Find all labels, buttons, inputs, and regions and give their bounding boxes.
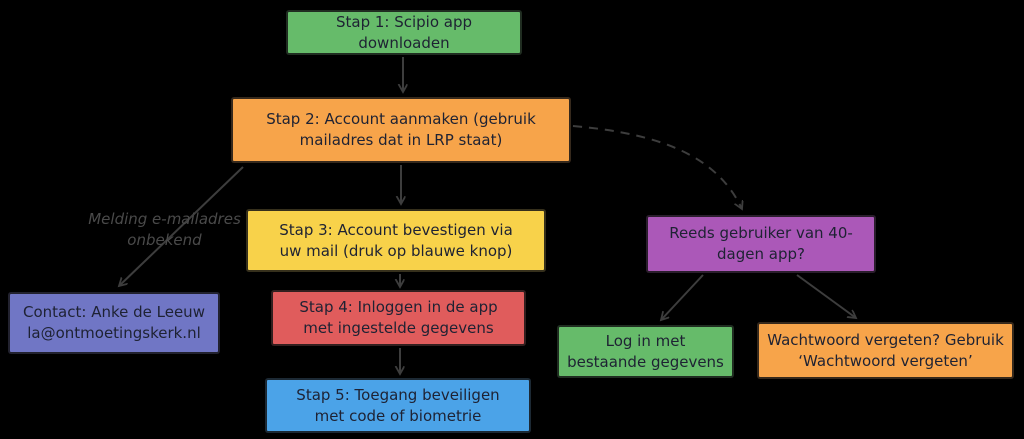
arrow-reeds-to-wachtwoord — [796, 274, 856, 318]
node-stap5-line1: Stap 5: Toegang beveiligen — [296, 385, 500, 404]
arrow-stap2-to-reeds-dashed — [572, 125, 742, 209]
node-stap4-line2: met ingestelde gegevens — [303, 319, 494, 337]
node-stap4-line1: Stap 4: Inloggen in de app — [299, 298, 498, 316]
arrow-reeds-to-login — [661, 274, 704, 320]
node-stap5-line2: met code of biometrie — [314, 406, 482, 425]
node-stap2-line2: mailadres dat in LRP staat) — [299, 131, 503, 149]
node-stap5: Stap 5: Toegang beveiligen met code of b… — [265, 378, 531, 433]
node-stap3-line2: uw mail (druk op blauwe knop) — [279, 241, 513, 260]
edge-label-melding-line1: Melding e-mailadres — [88, 210, 241, 228]
edge-label-melding-onbekend: Melding e-mailadres onbekend — [82, 209, 247, 251]
node-reeds-line1: Reeds gebruiker van 40- — [669, 224, 853, 242]
node-wachtwoord-vergeten: Wachtwoord vergeten? Gebruik ‘Wachtwoord… — [757, 322, 1014, 379]
node-wachtwoord-line1: Wachtwoord vergeten? Gebruik — [767, 330, 1004, 349]
edge-label-melding-line2: onbekend — [127, 231, 202, 249]
node-contact-line2: la@ontmoetingskerk.nl — [27, 324, 201, 342]
node-contact-line1: Contact: Anke de Leeuw — [23, 303, 205, 321]
node-stap1-line1: Stap 1: Scipio app — [335, 12, 473, 31]
node-reeds-gebruiker: Reeds gebruiker van 40- dagen app? — [646, 215, 876, 273]
node-login-line2: bestaande gegevens — [567, 352, 724, 371]
node-stap3-line1: Stap 3: Account bevestigen via — [279, 220, 513, 239]
node-stap2: Stap 2: Account aanmaken (gebruik mailad… — [231, 97, 571, 163]
node-reeds-line2: dagen app? — [717, 245, 805, 263]
node-stap2-line1: Stap 2: Account aanmaken (gebruik — [266, 110, 536, 128]
node-wachtwoord-line2: ‘Wachtwoord vergeten’ — [798, 351, 973, 370]
node-stap1-line2: downloaden — [358, 33, 450, 52]
node-stap4: Stap 4: Inloggen in de app met ingesteld… — [271, 290, 526, 346]
node-stap3: Stap 3: Account bevestigen via uw mail (… — [246, 209, 546, 272]
node-contact: Contact: Anke de Leeuw la@ontmoetingsker… — [8, 292, 220, 354]
node-login-line1: Log in met — [605, 331, 686, 350]
node-stap1: Stap 1: Scipio app downloaden — [286, 10, 522, 55]
node-login-bestaand: Log in met bestaande gegevens — [557, 325, 734, 378]
